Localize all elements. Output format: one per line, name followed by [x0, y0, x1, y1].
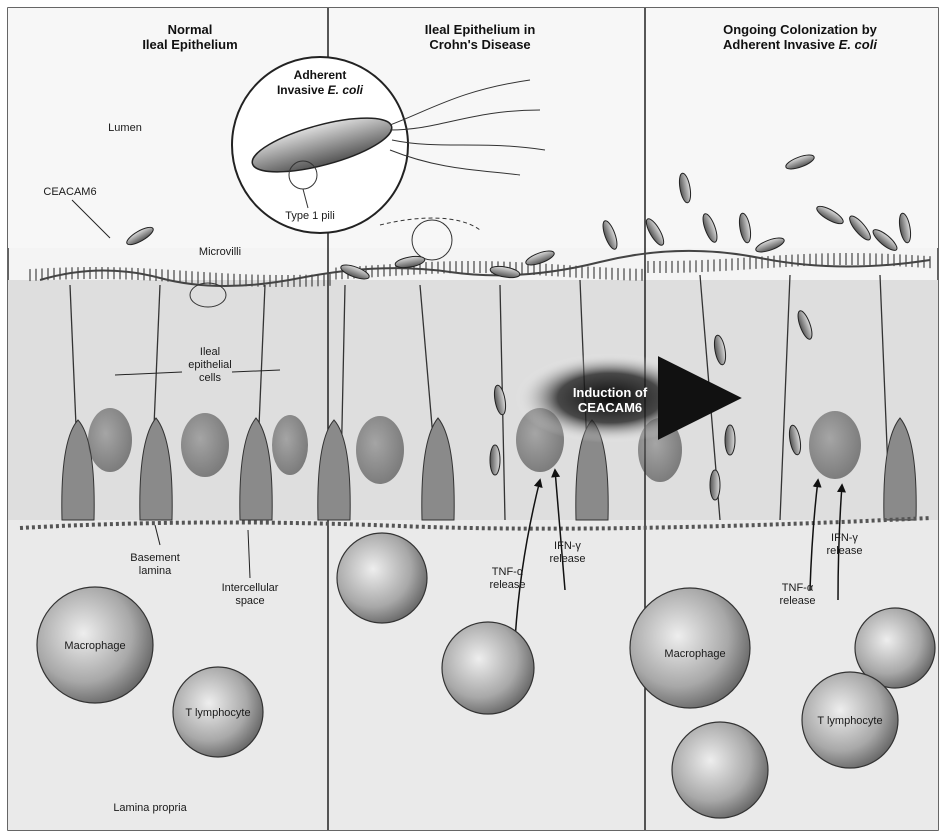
title-colonization-line1: Ongoing Colonization by [690, 22, 910, 37]
title-crohns-line2: Crohn's Disease [395, 37, 565, 52]
tnf-release-mid-label: TNF-α release [480, 566, 535, 592]
bacterium [490, 445, 500, 475]
inset-title-plain: Invasive [277, 83, 328, 97]
tnf-right-line2: release [770, 595, 825, 608]
tnf-release-right-label: TNF-α release [770, 582, 825, 608]
inset-title: Adherent Invasive E. coli [265, 68, 375, 98]
t-lymphocyte-right-label: T lymphocyte [800, 715, 900, 728]
t-lymphocyte-left-label: T lymphocyte [168, 707, 268, 720]
title-normal-line2: Ileal Epithelium [130, 37, 250, 52]
ileal-cells-label: Ileal epithelial cells [180, 346, 240, 385]
ifn-mid-line1: IFN-γ [540, 540, 595, 553]
ifn-release-right-label: IFN-γ release [817, 532, 872, 558]
title-crohns-line1: Ileal Epithelium in [395, 22, 565, 37]
title-normal-line1: Normal [130, 22, 250, 37]
title-colonization: Ongoing Colonization by Adherent Invasiv… [690, 22, 910, 52]
ifn-right-line1: IFN-γ [817, 532, 872, 545]
title-colonization-italic: E. coli [839, 37, 877, 52]
ileal-cells-line1: Ileal [180, 346, 240, 359]
tnf-right-line1: TNF-α [770, 582, 825, 595]
inset-title-italic: E. coli [328, 83, 363, 97]
inset-title-line2: Invasive E. coli [265, 83, 375, 98]
title-colonization-plain: Adherent Invasive [723, 37, 839, 52]
induction-line1: Induction of [555, 385, 665, 400]
basement-line1: Basement [120, 552, 190, 565]
bacterium [725, 425, 735, 455]
bacterium [710, 470, 720, 500]
basement-lamina-label: Basement lamina [120, 552, 190, 578]
ceacam6-label: CEACAM6 [35, 186, 105, 199]
title-colonization-line2: Adherent Invasive E. coli [690, 37, 910, 52]
ifn-right-line2: release [817, 545, 872, 558]
intercellular-line2: space [210, 595, 290, 608]
induction-label: Induction of CEACAM6 [555, 385, 665, 415]
inset-title-line1: Adherent [265, 68, 375, 83]
title-crohns: Ileal Epithelium in Crohn's Disease [395, 22, 565, 52]
ileal-cells-line3: cells [180, 372, 240, 385]
induction-line2: CEACAM6 [555, 400, 665, 415]
intercellular-line1: Intercellular [210, 582, 290, 595]
title-normal: Normal Ileal Epithelium [130, 22, 250, 52]
ifn-release-mid-label: IFN-γ release [540, 540, 595, 566]
ifn-mid-line2: release [540, 553, 595, 566]
macrophage-right-label: Macrophage [650, 648, 740, 661]
lumen-label: Lumen [95, 122, 155, 135]
pili-label: Type 1 pili [275, 210, 345, 223]
ileal-cells-line2: epithelial [180, 359, 240, 372]
microvilli-label: Microvilli [190, 246, 250, 259]
macrophage-left-label: Macrophage [50, 640, 140, 653]
tnf-mid-line2: release [480, 579, 535, 592]
lamina-propria-label: Lamina propria [100, 802, 200, 815]
tnf-mid-line1: TNF-α [480, 566, 535, 579]
intercellular-label: Intercellular space [210, 582, 290, 608]
basement-line2: lamina [120, 565, 190, 578]
